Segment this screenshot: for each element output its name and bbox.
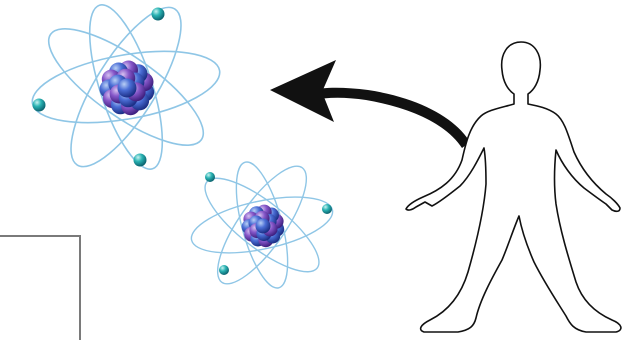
electron (219, 265, 229, 275)
curved-arrow (270, 60, 470, 148)
nucleon (118, 79, 137, 98)
nucleon (256, 219, 271, 234)
arrow-shaft (310, 88, 470, 148)
atom-large (27, 0, 225, 181)
electron (205, 172, 215, 182)
atom-small-nucleus (242, 205, 285, 248)
atom-large-nucleus (100, 61, 155, 116)
frame-corner (0, 236, 80, 340)
electron (322, 204, 332, 214)
electron (134, 154, 147, 167)
atom-small (187, 154, 338, 295)
human-outline (406, 42, 621, 332)
electron (33, 99, 46, 112)
electron (152, 8, 165, 21)
